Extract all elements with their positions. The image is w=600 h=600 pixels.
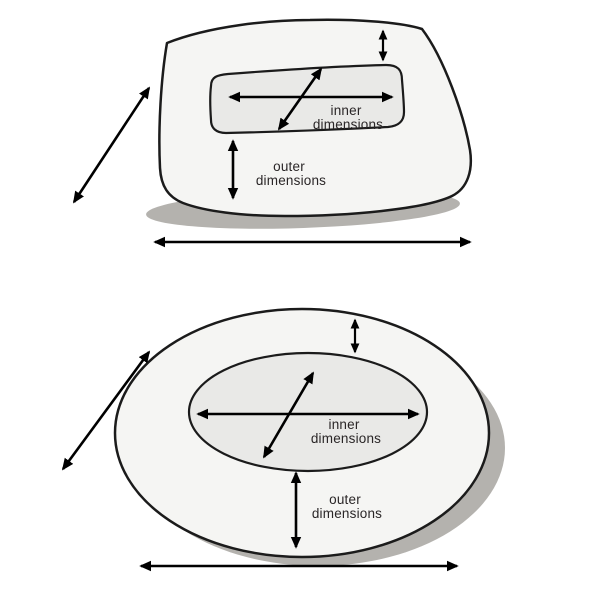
oval-inner-dimensions-label-line1: inner: [329, 417, 360, 432]
oval-inner-dimensions-label-line2: dimensions: [311, 431, 381, 446]
rect-outer-diagonal-arrow: [72, 86, 151, 204]
rect-outer-dimensions-label: outer dimensions: [256, 159, 326, 188]
oval-bed-inner-pad: [187, 351, 429, 473]
oval-inner-diagonal-arrow: [262, 371, 315, 459]
oval-outer-dimensions-label: outer dimensions: [312, 492, 382, 521]
oval-outer-diagonal-arrow: [61, 350, 151, 471]
oval-outer-dimensions-label-line1: outer: [329, 492, 361, 507]
oval-inner-dimensions-label: inner dimensions: [311, 417, 381, 446]
oval-outer-dimensions-label-line2: dimensions: [312, 506, 382, 521]
oval-bed-diagram: inner dimensions outer dimensions: [61, 307, 505, 572]
rect-inner-dimensions-label: inner dimensions: [313, 103, 383, 132]
rect-inner-dimensions-label-line1: inner: [331, 103, 362, 118]
rect-outer-dimensions-label-line2: dimensions: [256, 173, 326, 188]
rect-outer-dimensions-label-line1: outer: [273, 159, 305, 174]
rect-inner-diagonal-arrow: [277, 67, 323, 131]
rect-inner-dimensions-label-line2: dimensions: [313, 117, 383, 132]
rectangular-bed-diagram: inner dimensions outer dimensions: [72, 18, 472, 248]
